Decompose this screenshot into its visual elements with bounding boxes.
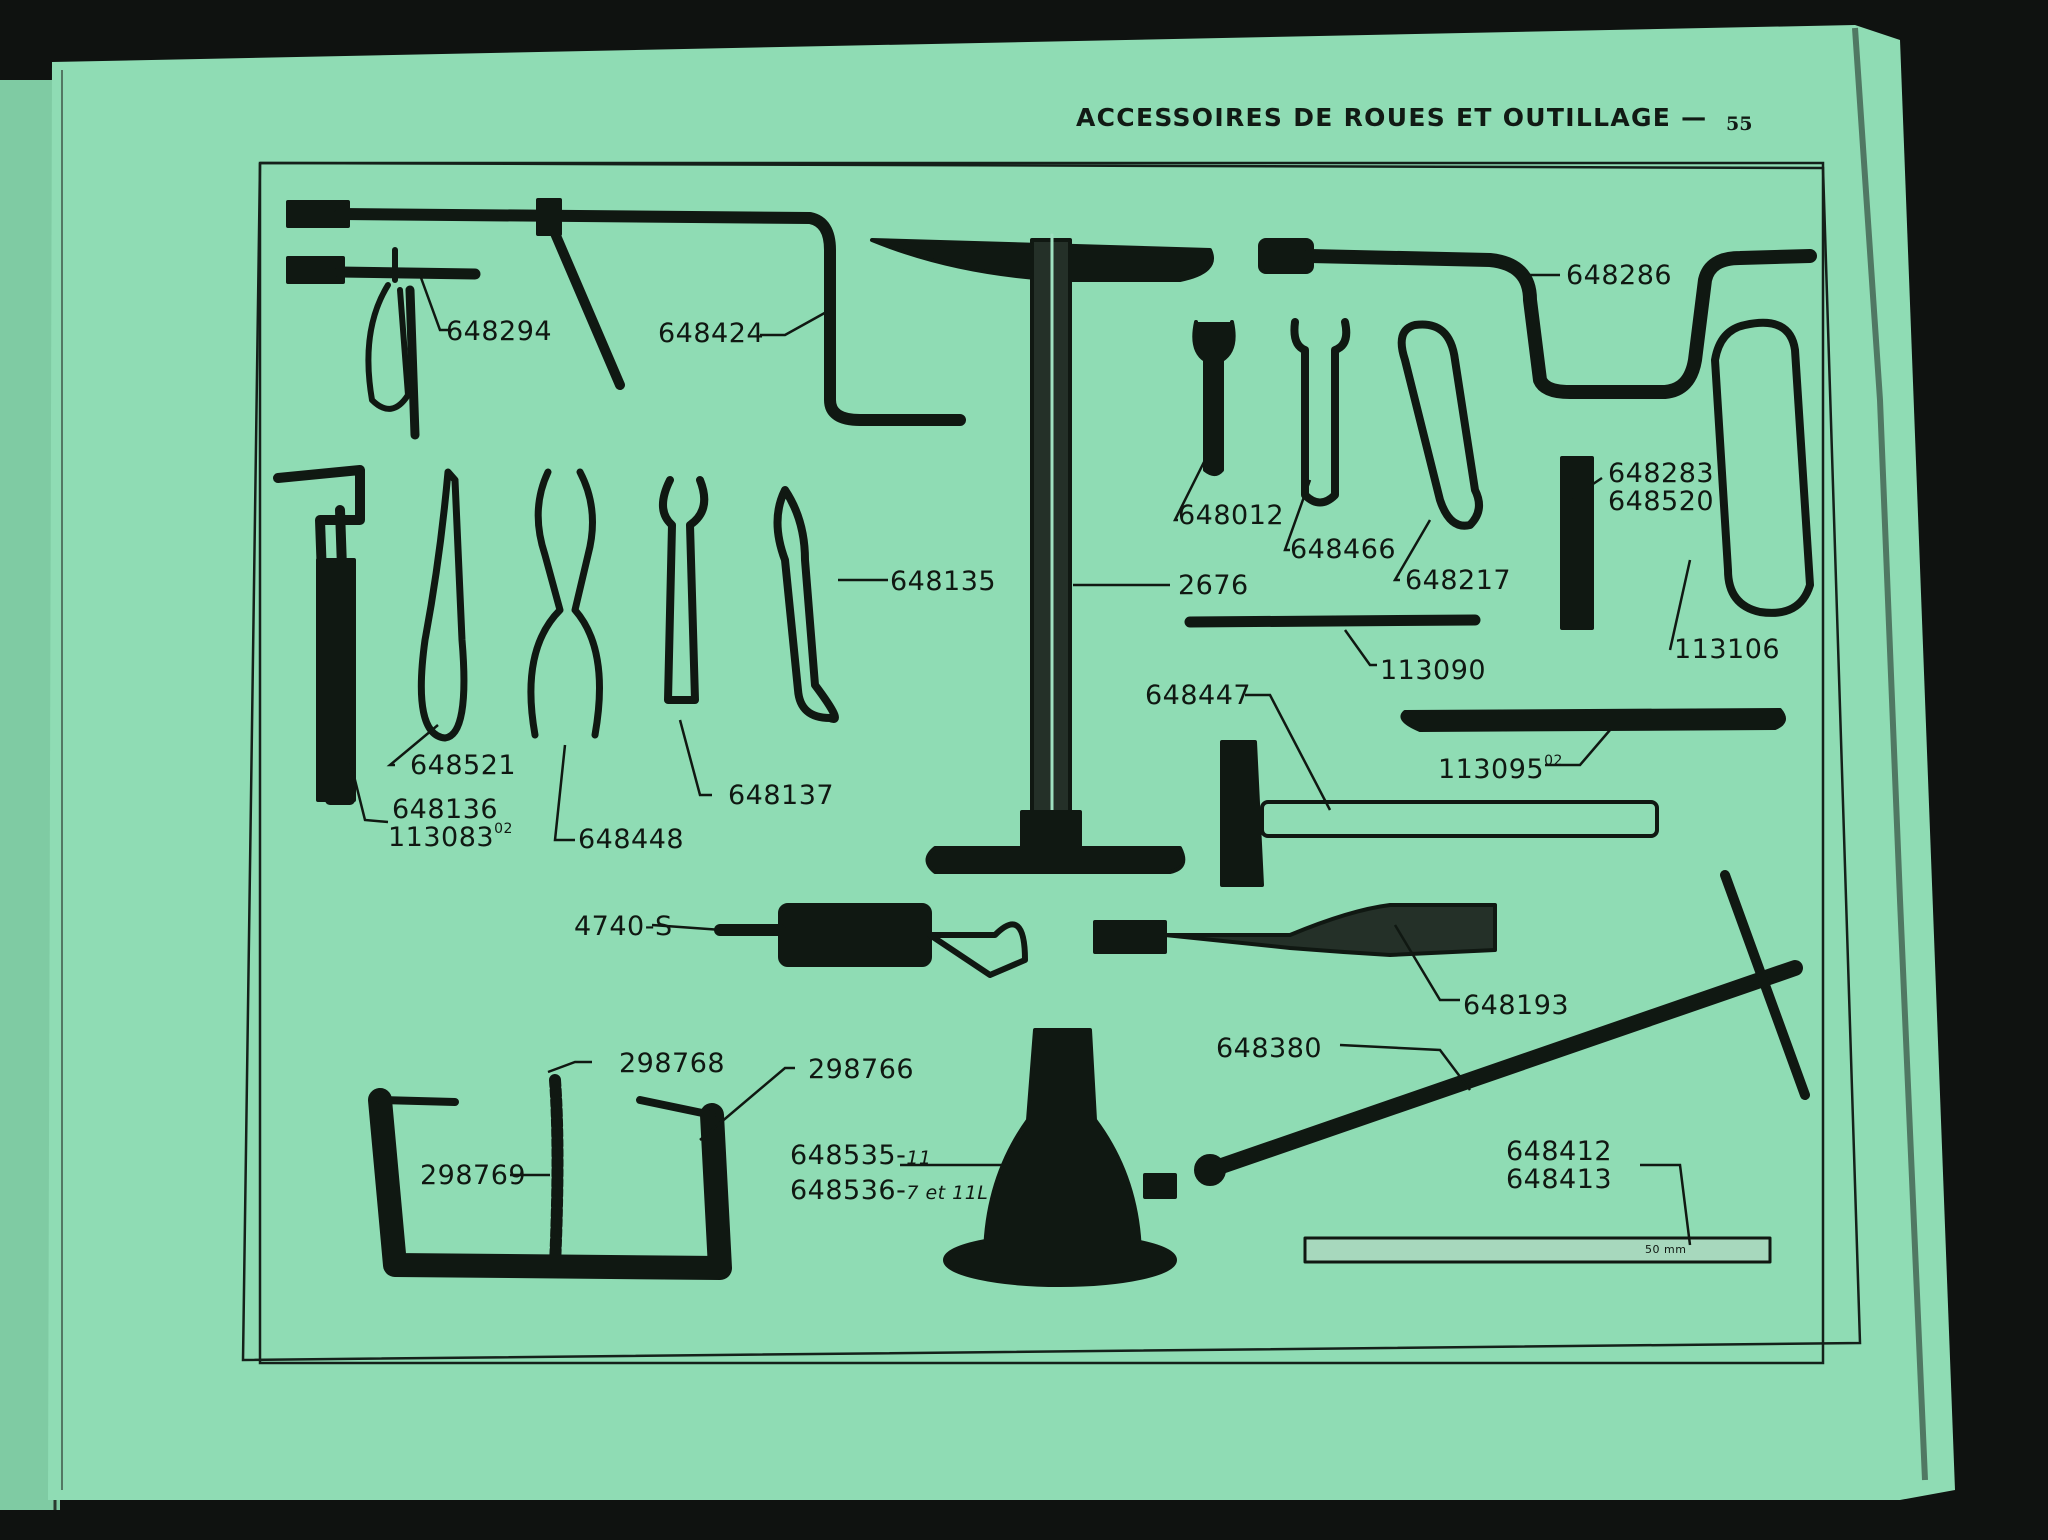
part-label-4740-s: 4740-S (574, 911, 673, 942)
part-label-648283: 648283 (1608, 458, 1715, 489)
part-label-648217: 648217 (1405, 565, 1512, 596)
part-label-648380: 648380 (1216, 1033, 1323, 1064)
valve-tool-648294 (286, 247, 481, 440)
pipe-wrench-113083 (273, 465, 365, 805)
spanner-648135 (773, 486, 839, 723)
spanner-648466 (1290, 318, 1351, 507)
part-label-648535: 648535-11 (790, 1140, 932, 1171)
part-label-648448: 648448 (578, 824, 685, 855)
socket-tool-648193 (1093, 903, 1497, 957)
part-label-648521: 648521 (410, 750, 517, 781)
bracket-298766 (368, 1074, 732, 1280)
part-label-113106: 113106 (1674, 634, 1781, 665)
part-label-648193: 648193 (1463, 990, 1570, 1021)
part-label-113090: 113090 (1380, 655, 1487, 686)
wrench-113106 (1711, 318, 1814, 617)
wheel-brace-648286 (1258, 238, 1817, 399)
page-paper (48, 25, 1955, 1500)
screwdriver-648521 (417, 468, 468, 742)
adjustable-spanner-648137 (659, 476, 709, 704)
crank-brace-648424 (286, 198, 966, 426)
leader-lines (348, 273, 1692, 1246)
part-label-648413: 648413 (1506, 1164, 1613, 1195)
tyre-lever-113095 (1400, 708, 1786, 732)
part-label-648424: 648424 (658, 318, 765, 349)
hammer-head-648447 (1220, 740, 1264, 887)
part-label-298766: 298766 (808, 1054, 915, 1085)
jack-handle-2676 (870, 233, 1214, 874)
part-label-648012: 648012 (1178, 500, 1285, 531)
ruler-648412 (1303, 1236, 1772, 1264)
ruler-scale-text: 50 mm (1645, 1243, 1687, 1256)
part-label-2676: 2676 (1178, 570, 1249, 601)
outer-frame (258, 161, 1825, 1365)
spanner-648012 (1192, 320, 1236, 476)
part-label-648137: 648137 (728, 780, 835, 811)
part-label-648447: 648447 (1145, 680, 1252, 711)
page-header-title: ACCESSOIRES DE ROUES ET OUTILLAGE — (1076, 103, 1708, 132)
part-label-298768: 298768 (619, 1048, 726, 1079)
part-label-648294: 648294 (446, 316, 553, 347)
box-spanner-648283 (1560, 456, 1594, 630)
part-label-648466: 648466 (1290, 534, 1397, 565)
grease-gun-4740 (714, 903, 1028, 978)
part-label-648536: 648536-7 et 11L (790, 1175, 989, 1206)
part-label-648136: 648136 (392, 794, 499, 825)
part-label-648412: 648412 (1506, 1136, 1613, 1167)
part-label-648286: 648286 (1566, 260, 1673, 291)
part-label-113083: 11308302 (388, 821, 513, 853)
jack-lever-648380 (1194, 870, 1810, 1186)
pliers-648448 (527, 468, 603, 739)
part-label-648135: 648135 (890, 566, 997, 597)
page-number: 55 (1726, 113, 1753, 135)
punch-113090 (1184, 614, 1481, 628)
part-label-298769: 298769 (420, 1160, 527, 1191)
part-label-648520: 648520 (1608, 486, 1715, 517)
part-label-113095: 11309502 (1438, 753, 1563, 785)
bottle-jack-648535 (943, 1028, 1177, 1287)
hammer-handle-648447 (1260, 800, 1659, 838)
hook-spanner-648217 (1397, 320, 1483, 530)
